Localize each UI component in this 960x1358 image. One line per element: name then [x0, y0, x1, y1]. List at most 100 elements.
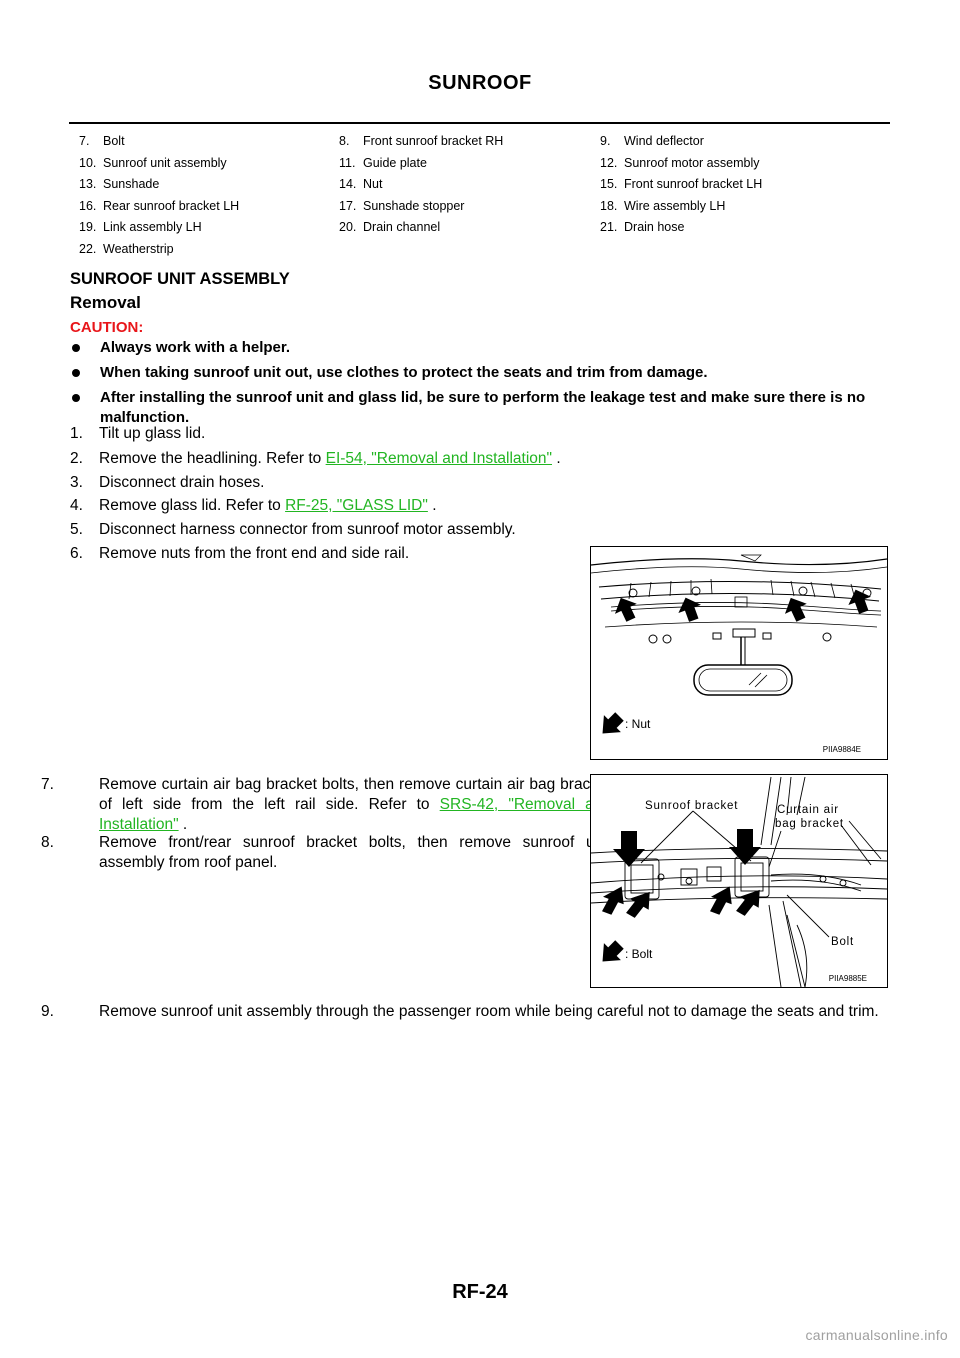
step-text: Remove front/rear sunroof bracket bolts,… — [99, 834, 611, 871]
caution-list: Always work with a helper. When taking s… — [70, 338, 890, 433]
step-9: 9. Remove sunroof unit assembly through t… — [41, 1002, 917, 1022]
parts-cell: 15. Front sunroof bracket LH — [600, 177, 762, 191]
caution-item: After installing the sunroof unit and gl… — [70, 388, 890, 428]
label-curtain-air: Curtain air — [777, 804, 839, 816]
reference-link-rf-25[interactable]: RF-25, "GLASS LID" — [285, 497, 428, 514]
part-number: 8. — [339, 134, 350, 148]
label-bag-bracket: bag bracket — [775, 818, 844, 830]
part-name: Drain channel — [363, 220, 441, 235]
caution-item: When taking sunroof unit out, use clothe… — [70, 363, 890, 383]
nut-location-illustration — [591, 554, 887, 734]
part-number: 7. — [79, 134, 90, 148]
step-number: 1. — [70, 425, 83, 442]
step-number: 9. — [41, 1003, 54, 1020]
step-text: Disconnect drain hoses. — [99, 474, 265, 491]
figure-legend-bolt: : Bolt — [625, 947, 653, 961]
step-2: 2. Remove the headlining. Refer to EI-54,… — [70, 449, 561, 469]
part-number: 9. — [600, 134, 611, 148]
part-name: Front sunroof bracket LH — [624, 177, 763, 192]
step-text: Remove nuts from the front end and side … — [99, 545, 410, 562]
part-name: Wire assembly LH — [624, 198, 726, 213]
part-name: Sunshade stopper — [363, 198, 465, 213]
caution-text: When taking sunroof unit out, use clothe… — [100, 364, 708, 381]
caution-label: CAUTION: — [70, 319, 144, 336]
part-name: Weatherstrip — [103, 241, 174, 256]
label-bolt: Bolt — [831, 936, 854, 948]
bullet-icon — [72, 394, 80, 402]
part-name: Sunroof unit assembly — [103, 155, 227, 170]
step-number: 5. — [70, 521, 83, 538]
step-number: 8. — [41, 834, 54, 851]
part-number: 22. — [79, 241, 97, 256]
caution-text: After installing the sunroof unit and gl… — [100, 389, 866, 426]
reference-link-srs-42[interactable]: SRS-42, "Removal and Installation" — [99, 796, 611, 833]
step-number: 7. — [41, 776, 54, 793]
step-text: Remove the headlining. Refer to — [99, 450, 326, 467]
part-name: Drain hose — [624, 220, 685, 235]
part-number: 13. — [79, 177, 97, 192]
parts-cell: 10. Sunroof unit assembly — [79, 156, 227, 170]
part-name: Sunroof motor assembly — [624, 155, 760, 170]
parts-cell: 13. Sunshade — [79, 177, 159, 191]
parts-cell: 18. Wire assembly LH — [600, 199, 725, 213]
header-divider — [69, 122, 890, 124]
part-number: 14. — [339, 177, 357, 192]
step-text-after: . — [552, 450, 561, 467]
parts-cell: 9.Wind deflector — [600, 134, 704, 148]
part-number: 18. — [600, 198, 618, 213]
parts-cell: 7. Bolt — [79, 134, 125, 148]
step-text: Remove curtain air bag bracket bolts, th… — [99, 776, 611, 813]
step-text-after: . — [427, 497, 437, 514]
label-sunroof-bracket: Sunroof bracket — [645, 800, 738, 812]
step-3: 3. Disconnect drain hoses. — [70, 473, 264, 493]
parts-row: 13. Sunshade 14. Nut 15. Front sunroof bracke… — [79, 174, 889, 196]
part-name: Nut — [363, 177, 383, 192]
watermark: carmanualsonline.info — [805, 1327, 948, 1343]
part-number: 19. — [79, 220, 97, 235]
figure-code: PIIA9885E — [828, 974, 867, 983]
caution-text: Always work with a helper. — [100, 339, 291, 356]
parts-row: 7. Bolt 8. Front sunroof bracket RH 9.Wind d… — [79, 131, 889, 153]
parts-cell: 22. Weatherstrip — [79, 242, 174, 256]
parts-cell: 19. Link assembly LH — [79, 220, 202, 234]
bullet-icon — [72, 344, 80, 352]
part-number: 10. — [79, 155, 97, 170]
parts-cell: 14. Nut — [339, 177, 382, 191]
step-8: 8. Remove front/rear sunroof bracket bolt… — [41, 833, 611, 873]
part-number: 12. — [600, 155, 618, 170]
part-number: 15. — [600, 177, 618, 192]
part-name: Sunshade — [103, 177, 160, 192]
part-number: 17. — [339, 198, 357, 213]
parts-cell: 21. Drain hose — [600, 220, 684, 234]
step-number: 3. — [70, 474, 83, 491]
figure-nut-locations: : Nut PIIA9884E — [590, 546, 888, 760]
parts-cell: 12. Sunroof motor assembly — [600, 156, 759, 170]
step-number: 6. — [70, 545, 83, 562]
part-number: 20. — [339, 220, 357, 235]
part-name: Link assembly LH — [103, 220, 202, 235]
section-title: SUNROOF UNIT ASSEMBLY — [70, 270, 290, 288]
bolt-location-illustration: Sunroof bracket Curtain air bag bracket … — [591, 776, 887, 987]
step-text: Tilt up glass lid. — [99, 425, 206, 442]
figure-legend-nut: : Nut — [625, 717, 651, 731]
page-number: RF-24 — [452, 1281, 508, 1303]
step-6: 6. Remove nuts from the front end and sid… — [70, 544, 409, 564]
part-name: Guide plate — [363, 155, 427, 170]
step-text: Remove sunroof unit assembly through the… — [99, 1003, 879, 1020]
step-text-after: . — [178, 816, 188, 833]
step-7: 7. Remove curtain air bag bracket bolts, … — [41, 775, 611, 835]
reference-link-ei-54[interactable]: EI-54, "Removal and Installation" — [325, 450, 553, 467]
part-number: 11. — [339, 155, 356, 170]
part-name: Bolt — [103, 134, 125, 148]
page-title: SUNROOF — [428, 72, 532, 94]
parts-cell: 20. Drain channel — [339, 220, 440, 234]
part-number: 16. — [79, 198, 97, 213]
step-number: 4. — [70, 497, 83, 514]
step-1: 1. Tilt up glass lid. — [70, 424, 205, 444]
part-name: Front sunroof bracket RH — [363, 134, 504, 148]
parts-cell: 11. Guide plate — [339, 156, 427, 170]
part-number: 21. — [600, 220, 618, 235]
figure-bolt-locations: Sunroof bracket Curtain air bag bracket … — [590, 774, 888, 988]
step-number: 2. — [70, 450, 83, 467]
